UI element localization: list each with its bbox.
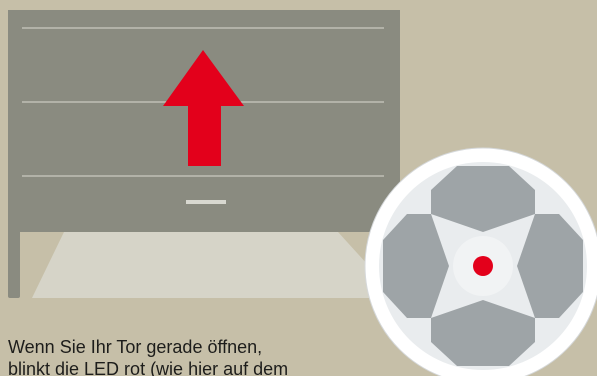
- caption-text: Wenn Sie Ihr Tor gerade öffnen, blinkt d…: [8, 336, 368, 376]
- red-led-icon: [473, 256, 493, 276]
- remote-control-icon: [365, 148, 597, 376]
- floor-area: [32, 232, 398, 298]
- door-handle: [186, 200, 226, 204]
